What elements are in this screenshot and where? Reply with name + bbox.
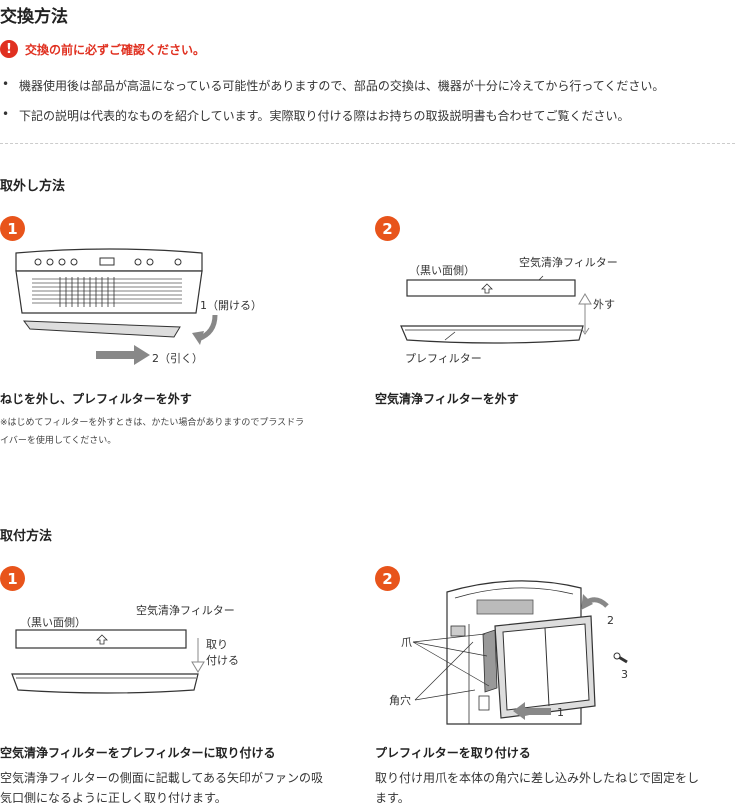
step-number-badge: 1 — [0, 566, 25, 591]
warning-banner: ! 交換の前に必ずご確認ください。 — [0, 40, 205, 58]
black-side-label: （黒い面側） — [20, 616, 86, 629]
step-number-badge: 2 — [375, 216, 400, 241]
removal-step1-note: ※はじめてフィルターを外すときは、かたい場合がありますのでプラスドラ イバーを使… — [0, 414, 345, 450]
warning-text: 交換の前に必ずご確認ください。 — [25, 42, 206, 57]
bullet-icon: • — [2, 107, 10, 121]
install-step2-caption: プレフィルターを取り付ける — [375, 746, 531, 760]
claw-label: 爪 — [401, 636, 412, 649]
removal-step1-illustration: 1（開ける） 2（引く） — [15, 248, 260, 365]
arrow-2-label: 2 — [607, 614, 614, 627]
section-divider — [0, 143, 735, 144]
install-step1-caption: 空気清浄フィルターをプレフィルターに取り付ける — [0, 746, 276, 760]
exclamation-icon: ! — [0, 40, 18, 58]
list-item: • 下記の説明は代表的なものを紹介しています。実際取り付ける際はお持ちの取扱説明… — [0, 107, 735, 137]
list-item: • 機器使用後は部品が高温になっている可能性がありますので、部品の交換は、機器が… — [0, 77, 735, 107]
black-side-label: （黒い面側） — [409, 264, 475, 277]
step-number-badge: 1 — [0, 216, 25, 241]
removal-title: 取外し方法 — [0, 179, 66, 194]
open-label: 1（開ける） — [200, 299, 260, 312]
bullet-icon: • — [2, 77, 10, 91]
desc-line: 空気清浄フィルターの側面に記載してある矢印がファンの吸 — [0, 771, 324, 785]
filter-label: 空気清浄フィルター — [136, 603, 235, 617]
filter-label: 空気清浄フィルター — [519, 255, 618, 269]
page-title: 交換方法 — [0, 7, 68, 27]
attach-label-1: 取り — [206, 638, 228, 651]
install-step2-illustration: 爪 角穴 2 3 1 — [389, 580, 628, 725]
install-step2-desc: 取り付け用爪を本体の角穴に差し込み外したねじで固定をし ます。 — [375, 768, 735, 803]
removal-step2-illustration: （黒い面側） 空気清浄フィルター 外す プレフィルター — [400, 255, 618, 365]
desc-line: 取り付け用爪を本体の角穴に差し込み外したねじで固定をし — [375, 771, 700, 785]
desc-line: 気口側になるように正しく取り付けます。 — [0, 791, 227, 803]
removal-step2-caption: 空気清浄フィルターを外す — [375, 392, 519, 406]
notes-list: • 機器使用後は部品が高温になっている可能性がありますので、部品の交換は、機器が… — [0, 77, 735, 137]
removal-step1-caption: ねじを外し、プレフィルターを外す — [0, 392, 192, 406]
step-number-badge: 2 — [375, 566, 400, 591]
remove-label: 外す — [593, 298, 615, 311]
note-text: 機器使用後は部品が高温になっている可能性がありますので、部品の交換は、機器が十分… — [19, 79, 665, 93]
prefilter-label: プレフィルター — [405, 352, 482, 365]
note-line: イバーを使用してください。 — [0, 436, 117, 446]
install-step1-illustration: 空気清浄フィルター （黒い面側） 取り 付ける — [11, 603, 239, 694]
install-step1-desc: 空気清浄フィルターの側面に記載してある矢印がファンの吸 気口側になるように正しく… — [0, 768, 360, 803]
screw-3-label: 3 — [621, 668, 628, 681]
desc-line: ます。 — [375, 791, 410, 803]
pull-label: 2（引く） — [152, 351, 203, 365]
arrow-1-label: 1 — [557, 706, 564, 719]
hole-label: 角穴 — [389, 693, 411, 707]
note-text: 下記の説明は代表的なものを紹介しています。実際取り付ける際はお持ちの取扱説明書も… — [19, 109, 630, 123]
note-line: ※はじめてフィルターを外すときは、かたい場合がありますのでプラスドラ — [0, 418, 305, 428]
install-title: 取付方法 — [0, 529, 53, 544]
attach-label-2: 付ける — [206, 654, 239, 667]
